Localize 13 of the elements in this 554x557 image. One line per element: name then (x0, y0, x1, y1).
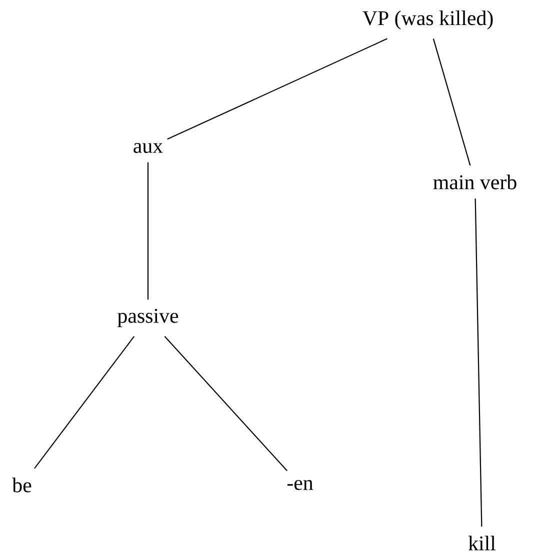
tree-branch (147, 162, 149, 300)
tree-branch (474, 198, 482, 527)
tree-label: aux (134, 143, 163, 153)
tree-label: main verb (433, 174, 516, 190)
tree-branch (432, 38, 471, 166)
tree-label: passive (118, 308, 178, 328)
tree-label: be (12, 478, 32, 492)
tree-branch (34, 336, 135, 469)
tree-label: kill (468, 536, 496, 550)
tree-branch (164, 336, 288, 472)
tree-label: -en (287, 480, 314, 490)
tree-label: VP (was killed) (362, 10, 493, 30)
tree-branch (167, 38, 388, 140)
